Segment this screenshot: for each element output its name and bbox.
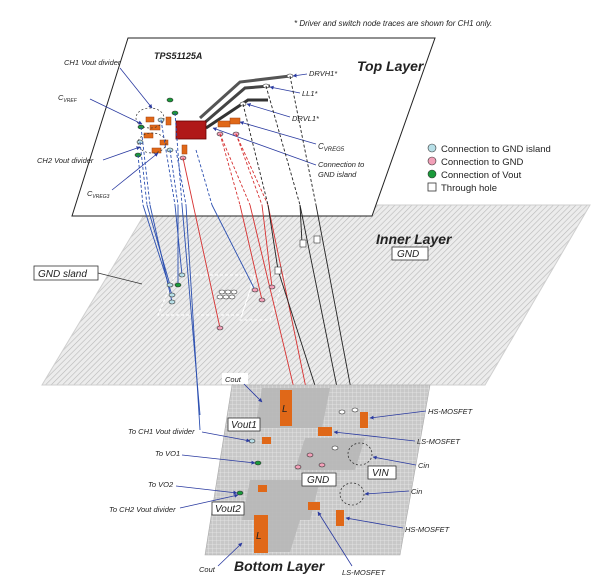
cout-bottom-label: Cout <box>199 565 216 574</box>
ch2-divider-highlight <box>137 132 167 154</box>
drvl1-trace <box>205 98 268 130</box>
ls-mosfet-1-label: LS-MOSFET <box>417 437 461 446</box>
ll1-label: LL1* <box>302 89 319 98</box>
footnote-text: * Driver and switch node traces are show… <box>294 19 492 28</box>
hs-mosfet-2-arrow <box>345 516 404 529</box>
bottom-layer: L L Vout1 <box>204 384 431 574</box>
legend: Connection to GND island Connection to G… <box>427 143 551 194</box>
svg-text:Vout1: Vout1 <box>231 420 257 431</box>
ch1-vout-divider-label: CH1 Vout divider <box>64 58 121 67</box>
to-vo1-label: To VO1 <box>155 449 180 458</box>
bottom-vias <box>236 407 359 496</box>
hs-mosfet-2-label: HS-MOSFET <box>405 525 451 534</box>
ls-mosfet-1-arrow <box>333 430 416 442</box>
cout-top-arrow <box>243 383 263 403</box>
to-ch2-vout-divider-label: To CH2 Vout divider <box>109 505 176 514</box>
legend-swatch-gnd-island <box>427 143 437 153</box>
inductor-2 <box>254 515 268 553</box>
ls-mosfet-2-arrow <box>317 511 353 567</box>
vin-label: VIN <box>367 465 397 480</box>
vout2-label: Vout2 <box>211 501 245 516</box>
cvreg5-label: CVREG5 <box>318 142 345 153</box>
svg-text:VIN: VIN <box>372 468 389 479</box>
ll1-trace <box>202 84 271 126</box>
inner-layer-plane <box>41 204 591 386</box>
conn-gnd-island-label-1: Connection to <box>318 160 364 169</box>
ic-label: TPS51125A <box>154 51 202 61</box>
bottom-gnd-label: GND <box>301 472 337 487</box>
cin-1-label: Cin <box>418 461 429 470</box>
svg-text:GND sland: GND sland <box>38 269 87 280</box>
ic-body <box>175 120 207 140</box>
hs-mosfet-1-arrow <box>369 410 427 420</box>
gnd-island-label: GND sland <box>33 265 99 281</box>
interlayer-traces <box>137 75 356 466</box>
inductor-1 <box>280 390 292 426</box>
conn-gnd-island-label-2: GND island <box>318 170 357 179</box>
gnd-island-region-2 <box>239 274 286 321</box>
cvref-label: CVREF <box>58 93 78 104</box>
inductor-2-label: L <box>256 531 262 542</box>
drvh1-label: DRVH1* <box>309 69 338 78</box>
top-layer-title: Top Layer <box>357 58 425 74</box>
legend-swatch-through-hole <box>427 182 437 192</box>
legend-label-gnd-island: Connection to GND island <box>441 144 551 155</box>
conn-gnd-island-arrow <box>212 127 317 166</box>
inner-vias <box>166 235 321 331</box>
ch1-divider-arrow <box>119 67 153 109</box>
legend-swatch-gnd <box>427 156 437 166</box>
to-vo2-label: To VO2 <box>148 480 174 489</box>
ch2-divider-arrow <box>102 146 141 161</box>
inner-layer-title: Inner Layer <box>376 231 453 247</box>
bottom-components <box>258 412 368 526</box>
cin-2-arrow <box>364 490 410 496</box>
legend-label-vout: Connection of Vout <box>441 170 522 181</box>
drvl1-arrow <box>246 103 291 118</box>
via-cluster <box>216 289 238 300</box>
top-layer-plane <box>71 37 436 217</box>
inductor-1-label: L <box>282 404 288 415</box>
drvl1-label: DRVL1* <box>292 114 320 123</box>
bottom-layer-title: Bottom Layer <box>234 558 326 574</box>
cin-1-highlight <box>347 442 373 466</box>
svg-text:Vout2: Vout2 <box>215 504 241 515</box>
cvref-arrow <box>89 98 143 125</box>
cout-top-label: Cout <box>225 375 242 384</box>
cin-2-label: Cin <box>411 487 422 496</box>
cin-1-arrow <box>372 455 417 466</box>
legend-label-gnd: Connection to GND <box>441 157 524 168</box>
to-vo2-arrow <box>175 485 238 495</box>
cout-top-bg <box>222 373 248 384</box>
top-layer: Top Layer TPS51125A <box>37 37 436 217</box>
cin-2-highlight <box>339 482 365 506</box>
to-ch1-divider-arrow <box>201 431 251 443</box>
vout1-label: Vout1 <box>227 417 261 432</box>
svg-text:GND: GND <box>307 475 329 486</box>
inner-layer: Inner Layer GND GND sland <box>33 204 591 386</box>
ls-mosfet-2-label: LS-MOSFET <box>342 568 386 577</box>
cout-bottom-arrow <box>217 542 243 567</box>
to-vo1-arrow <box>181 454 256 465</box>
hs-mosfet-1-label: HS-MOSFET <box>428 407 474 416</box>
to-ch1-vout-divider-label: To CH1 Vout divider <box>128 427 195 436</box>
svg-text:GND: GND <box>397 249 419 260</box>
legend-swatch-vout <box>427 169 437 179</box>
drvh1-trace <box>198 74 291 120</box>
legend-label-through-hole: Through hole <box>441 183 497 194</box>
to-ch2-divider-arrow <box>179 493 239 509</box>
ch2-vout-divider-label: CH2 Vout divider <box>37 156 94 165</box>
bottom-callouts: Cout Cout To CH1 Vout divider To VO1 To … <box>109 373 474 577</box>
drvh1-arrow <box>292 73 308 78</box>
cvreg3-arrow <box>111 152 159 191</box>
inner-gnd-label: GND <box>391 246 429 261</box>
ll1-arrow <box>269 85 301 94</box>
cvreg3-label: CVREG3 <box>87 189 110 200</box>
gnd-island-pointer <box>97 272 143 285</box>
